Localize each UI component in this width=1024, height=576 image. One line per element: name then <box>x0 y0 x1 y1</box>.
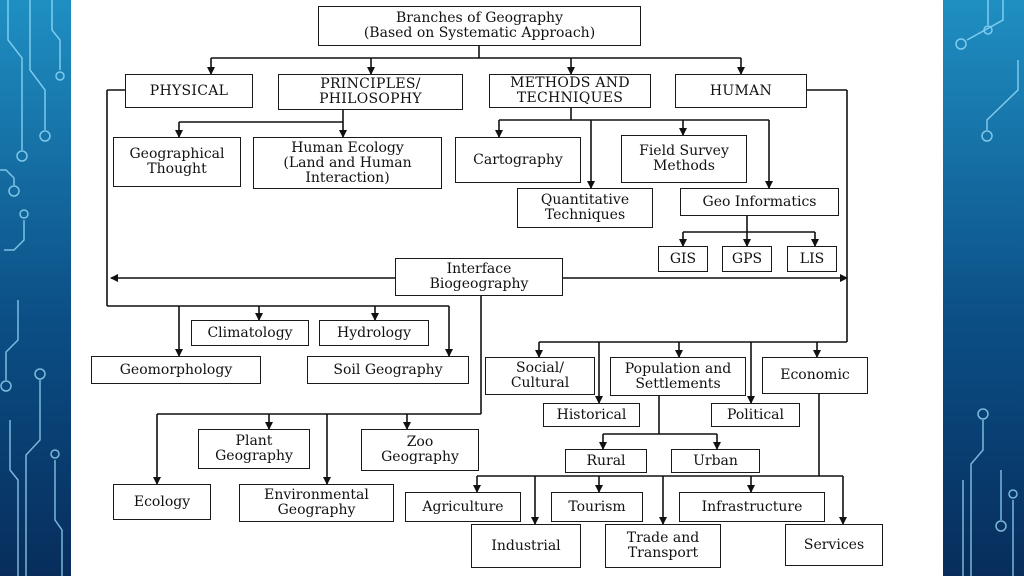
node-quantitative-techniques: Quantitative Techniques <box>517 188 653 228</box>
node-field-survey-methods: Field Survey Methods <box>621 135 747 183</box>
node-population-settlements: Population and Settlements <box>610 357 746 396</box>
node-environmental-geography: Environmental Geography <box>239 484 394 522</box>
node-geographical-thought: Geographical Thought <box>113 137 241 187</box>
node-political: Political <box>711 403 800 427</box>
node-zoo-geography: Zoo Geography <box>361 429 479 471</box>
node-geomorphology: Geomorphology <box>91 356 261 384</box>
node-cartography: Cartography <box>455 137 581 183</box>
node-principles-philosophy: PRINCIPLES/ PHILOSOPHY <box>278 74 463 110</box>
diagram-title: Branches of Geography (Based on Systemat… <box>318 6 641 46</box>
node-tourism: Tourism <box>551 492 643 522</box>
node-gps: GPS <box>722 246 772 272</box>
circuit-decoration-left <box>0 0 65 576</box>
node-geo-informatics: Geo Informatics <box>680 188 839 216</box>
circuit-decoration-right <box>955 0 1019 576</box>
diagram-panel: Branches of Geography (Based on Systemat… <box>71 0 943 576</box>
node-agriculture: Agriculture <box>405 492 521 522</box>
node-industrial: Industrial <box>471 524 581 568</box>
connector-lines <box>106 46 848 525</box>
node-human-ecology: Human Ecology (Land and Human Interactio… <box>253 137 442 189</box>
node-historical: Historical <box>543 403 640 427</box>
node-soil-geography: Soil Geography <box>307 356 469 384</box>
node-services: Services <box>785 524 883 566</box>
node-methods-techniques: METHODS AND TECHNIQUES <box>489 74 651 108</box>
node-plant-geography: Plant Geography <box>198 429 310 469</box>
node-urban: Urban <box>671 449 760 473</box>
node-human: HUMAN <box>675 74 807 108</box>
node-climatology: Climatology <box>191 320 309 346</box>
node-physical: PHYSICAL <box>125 74 253 108</box>
node-rural: Rural <box>565 449 647 473</box>
node-social-cultural: Social/ Cultural <box>485 357 595 395</box>
subtitle-text: (Based on Systematic Approach) <box>363 25 596 41</box>
node-hydrology: Hydrology <box>319 320 429 346</box>
node-interface-biogeography: Interface Biogeography <box>395 258 563 296</box>
node-economic: Economic <box>762 357 868 394</box>
node-lis: LIS <box>787 246 837 272</box>
node-trade-transport: Trade and Transport <box>605 524 721 568</box>
node-gis: GIS <box>658 246 708 272</box>
node-ecology: Ecology <box>113 484 211 520</box>
title-text: Branches of Geography <box>396 10 563 26</box>
node-infrastructure: Infrastructure <box>679 492 825 522</box>
